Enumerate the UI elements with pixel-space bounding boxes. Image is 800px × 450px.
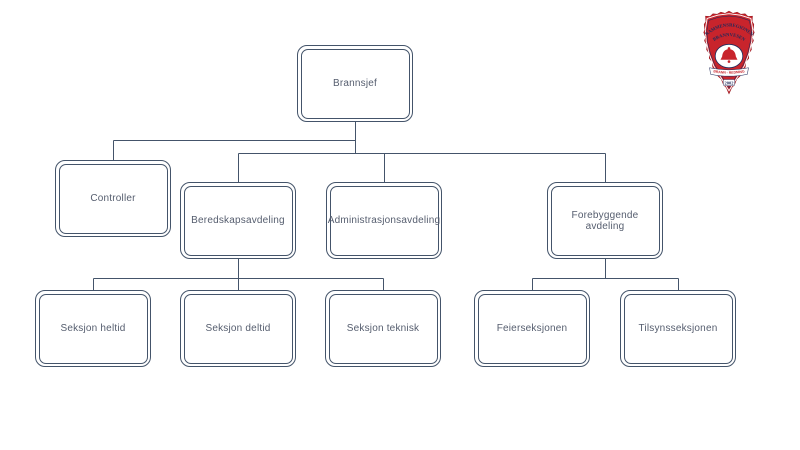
org-node-beredskapsavdeling: Beredskapsavdeling	[180, 182, 296, 259]
org-node-label: Seksjon deltid	[205, 323, 271, 334]
org-node-forebyggende-avdeling: Forebyggende avdeling	[547, 182, 663, 259]
crest-inner-white-line	[704, 13, 754, 92]
crest-year: 2002	[725, 80, 735, 85]
org-node-label: Brannsjef	[332, 78, 378, 89]
org-node-label: Feierseksjonen	[496, 323, 568, 334]
fire-bell-icon	[720, 47, 738, 63]
org-node-label: Forebyggende avdeling	[571, 209, 639, 232]
org-node-brannsjef: Brannsjef	[297, 45, 413, 122]
org-node-label: Tilsynsseksjonen	[638, 323, 718, 334]
org-node-seksjon-deltid: Seksjon deltid	[180, 290, 296, 367]
org-node-administrasjonsavdeling: Administrasjonsavdeling	[326, 182, 442, 259]
org-node-frame: Seksjon teknisk	[328, 293, 438, 364]
crest-banner-text: BRANN - REDNING	[713, 69, 745, 74]
org-node-frame: Beredskapsavdeling	[183, 185, 293, 256]
connector-path	[93, 122, 679, 290]
crest-inner-navy-line	[706, 15, 752, 89]
org-node-seksjon-heltid: Seksjon heltid	[35, 290, 151, 367]
crest-year-plaque	[723, 79, 735, 86]
crest-banner-ribbon	[709, 67, 749, 77]
org-node-tilsynsseksjonen: Tilsynsseksjonen	[620, 290, 736, 367]
org-node-frame: Seksjon heltid	[38, 293, 148, 364]
org-node-controller: Controller	[55, 160, 171, 237]
org-node-label: Seksjon heltid	[60, 323, 126, 334]
org-node-frame: Brannsjef	[300, 48, 410, 119]
org-node-frame: Tilsynsseksjonen	[623, 293, 733, 364]
org-node-label: Beredskapsavdeling	[191, 215, 285, 226]
org-node-seksjon-teknisk: Seksjon teknisk	[325, 290, 441, 367]
org-node-label: Administrasjonsavdeling	[327, 215, 441, 226]
org-node-frame: Feierseksjonen	[477, 293, 587, 364]
fire-department-crest-icon: DRAMMENSREGIONENS BRANNVESEN BRANN - RED…	[694, 8, 755, 95]
org-node-frame: Administrasjonsavdeling	[328, 185, 440, 256]
org-node-label: Seksjon teknisk	[346, 323, 420, 334]
org-node-frame: Controller	[58, 163, 168, 234]
org-node-frame: Seksjon deltid	[183, 293, 293, 364]
org-node-label: Controller	[90, 193, 136, 204]
org-node-frame: Forebyggende avdeling	[550, 185, 660, 256]
org-node-feierseksjonen: Feierseksjonen	[474, 290, 590, 367]
